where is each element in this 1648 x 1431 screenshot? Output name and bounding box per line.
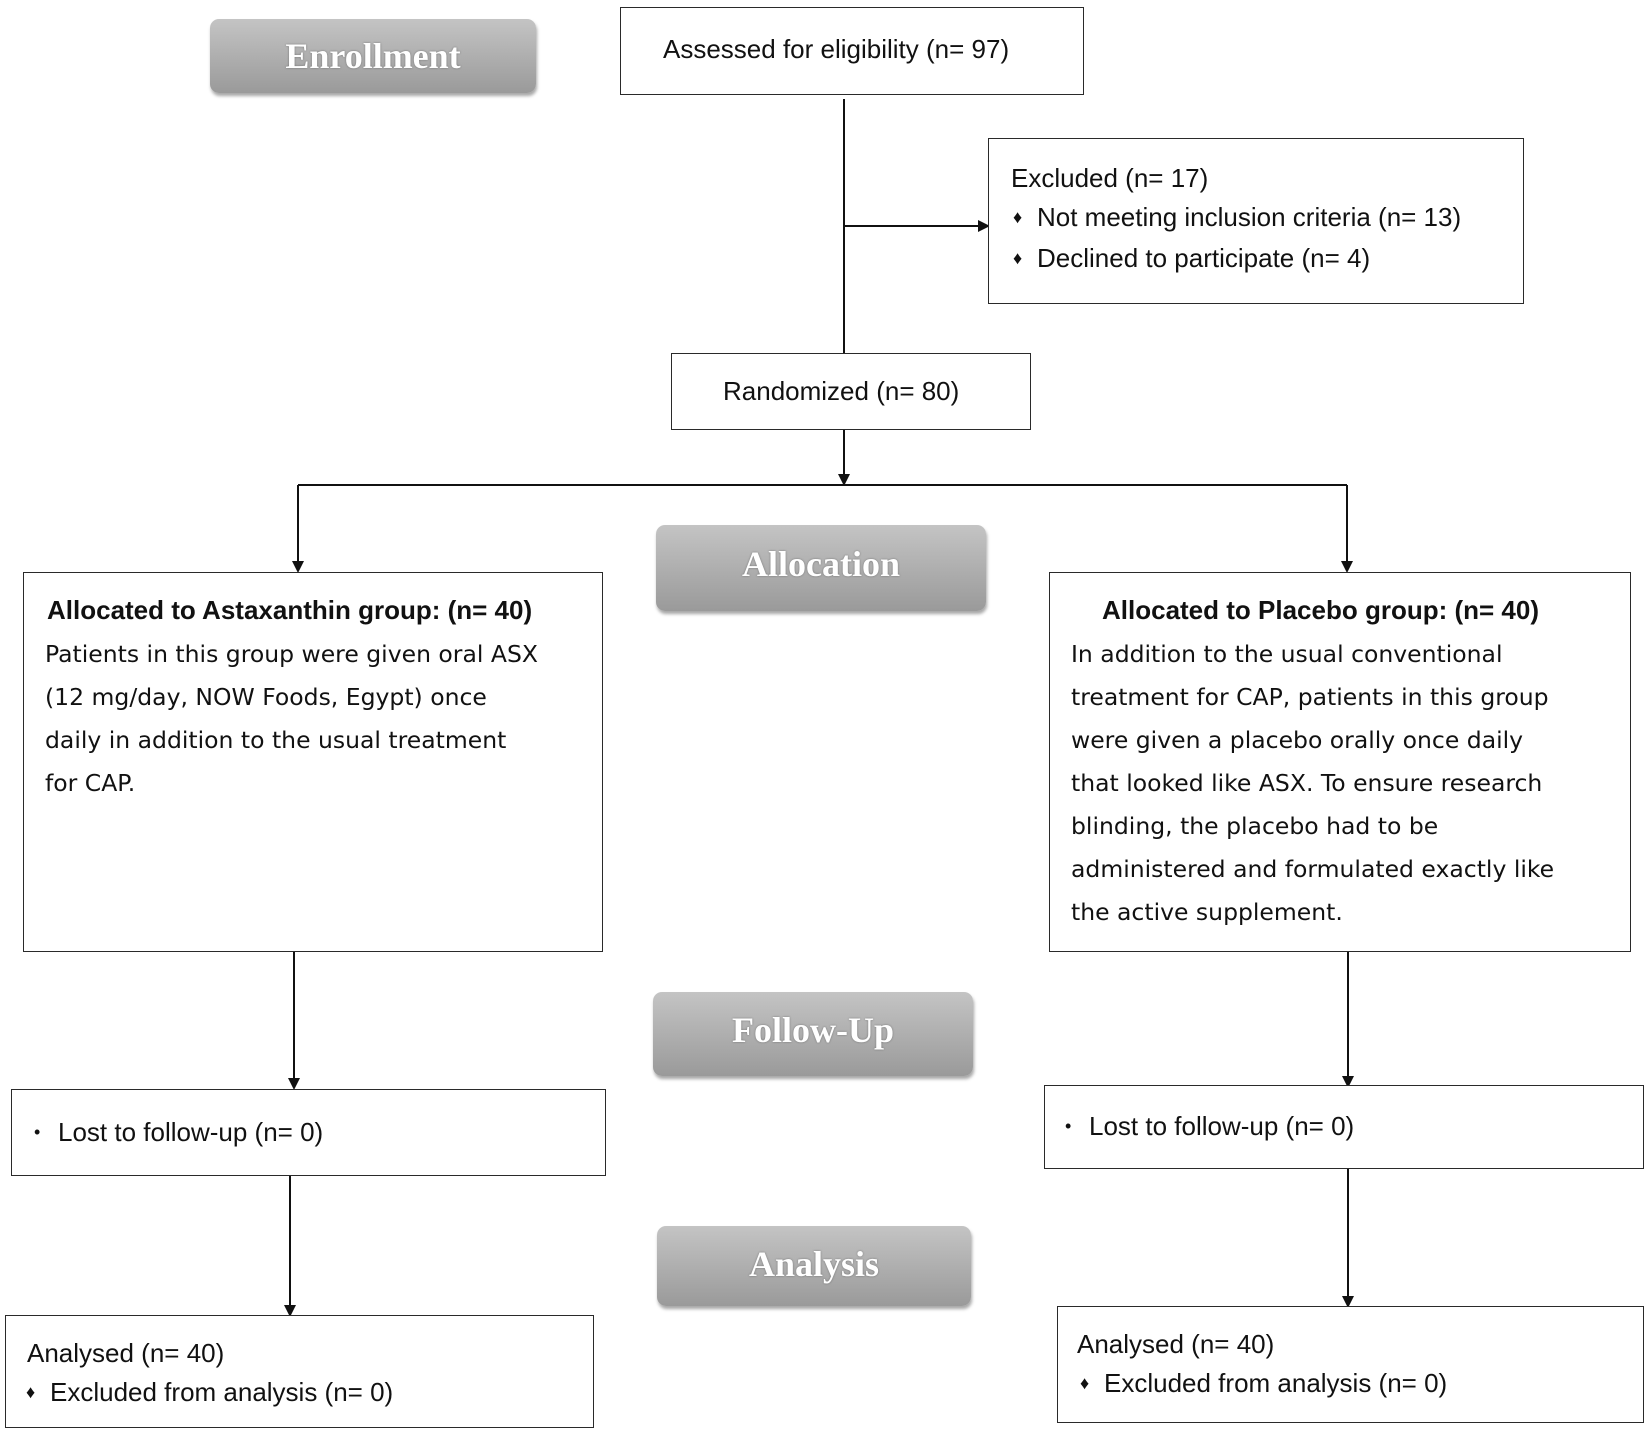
- assessed-text: Assessed for eligibility (n= 97): [663, 34, 1010, 64]
- followup-right-item: • Lost to follow-up (n= 0): [1065, 1111, 1354, 1142]
- placebo-description-line: administered and formulated exactly like: [1071, 855, 1555, 883]
- excluded-box: Excluded (n= 17) ♦ Not meeting inclusion …: [988, 138, 1524, 304]
- excluded-item-label: Declined to participate (n= 4): [1037, 243, 1371, 273]
- placebo-description-line: treatment for CAP, patients in this grou…: [1071, 683, 1549, 711]
- analysis-left-box: Analysed (n= 40) ♦ Excluded from analysis…: [5, 1315, 594, 1428]
- placebo-description-line: were given a placebo orally once daily: [1071, 726, 1524, 754]
- analysis-right-label: Excluded from analysis (n= 0): [1104, 1368, 1448, 1398]
- dot-bullet-icon: •: [1065, 1116, 1072, 1136]
- analysis-right-title: Analysed (n= 40): [1077, 1329, 1275, 1359]
- excluded-item: ♦ Declined to participate (n= 4): [1013, 243, 1370, 274]
- diamond-bullet-icon: ♦: [1013, 248, 1023, 268]
- placebo-description-line: blinding, the placebo had to be: [1071, 812, 1439, 840]
- followup-right-box: • Lost to follow-up (n= 0): [1044, 1085, 1644, 1169]
- analysis-left-title: Analysed (n= 40): [27, 1338, 225, 1368]
- astaxanthin-description-line: for CAP.: [45, 769, 136, 797]
- analysis-right-item: ♦ Excluded from analysis (n= 0): [1080, 1368, 1447, 1399]
- placebo-description-line: In addition to the usual conventional: [1071, 640, 1503, 668]
- astaxanthin-description-line: (12 mg/day, NOW Foods, Egypt) once: [45, 683, 487, 711]
- stage-enrollment-label: Enrollment: [285, 36, 461, 76]
- stage-analysis-label: Analysis: [748, 1244, 880, 1284]
- analysis-left-label: Excluded from analysis (n= 0): [50, 1377, 394, 1407]
- analysis-right-box: Analysed (n= 40) ♦ Excluded from analysis…: [1057, 1306, 1644, 1423]
- stage-analysis: Analysis: [657, 1226, 971, 1306]
- assessed-box: Assessed for eligibility (n= 97): [620, 7, 1084, 95]
- diamond-bullet-icon: ♦: [26, 1382, 36, 1402]
- excluded-title: Excluded (n= 17): [1011, 163, 1209, 193]
- astaxanthin-group-title: Allocated to Astaxanthin group: (n= 40): [47, 595, 533, 625]
- astaxanthin-description-line: daily in addition to the usual treatment: [45, 726, 507, 754]
- placebo-description: In addition to the usual conventional tr…: [1071, 633, 1554, 934]
- placebo-group-title: Allocated to Placebo group: (n= 40): [1102, 595, 1539, 625]
- placebo-description-line: the active supplement.: [1071, 898, 1343, 926]
- stage-allocation: Allocation: [656, 525, 986, 611]
- followup-left-label: Lost to follow-up (n= 0): [58, 1117, 324, 1147]
- followup-left-item: • Lost to follow-up (n= 0): [34, 1117, 323, 1148]
- followup-right-label: Lost to follow-up (n= 0): [1089, 1111, 1355, 1141]
- randomized-text: Randomized (n= 80): [723, 376, 960, 406]
- diamond-bullet-icon: ♦: [1013, 207, 1023, 227]
- astaxanthin-description-line: Patients in this group were given oral A…: [45, 640, 538, 668]
- analysis-left-item: ♦ Excluded from analysis (n= 0): [26, 1377, 393, 1408]
- diamond-bullet-icon: ♦: [1080, 1373, 1090, 1393]
- placebo-group-box: Allocated to Placebo group: (n= 40) In a…: [1049, 572, 1631, 952]
- excluded-item-label: Not meeting inclusion criteria (n= 13): [1037, 202, 1462, 232]
- stage-followup-label: Follow-Up: [732, 1010, 894, 1050]
- astaxanthin-description: Patients in this group were given oral A…: [45, 633, 538, 805]
- stage-enrollment: Enrollment: [210, 19, 536, 93]
- dot-bullet-icon: •: [34, 1122, 41, 1142]
- stage-allocation-label: Allocation: [742, 544, 900, 584]
- placebo-description-line: that looked like ASX. To ensure research: [1071, 769, 1543, 797]
- excluded-item: ♦ Not meeting inclusion criteria (n= 13): [1013, 202, 1461, 233]
- astaxanthin-group-box: Allocated to Astaxanthin group: (n= 40) …: [23, 572, 603, 952]
- randomized-box: Randomized (n= 80): [671, 353, 1031, 430]
- followup-left-box: • Lost to follow-up (n= 0): [11, 1089, 606, 1176]
- stage-followup: Follow-Up: [653, 992, 973, 1076]
